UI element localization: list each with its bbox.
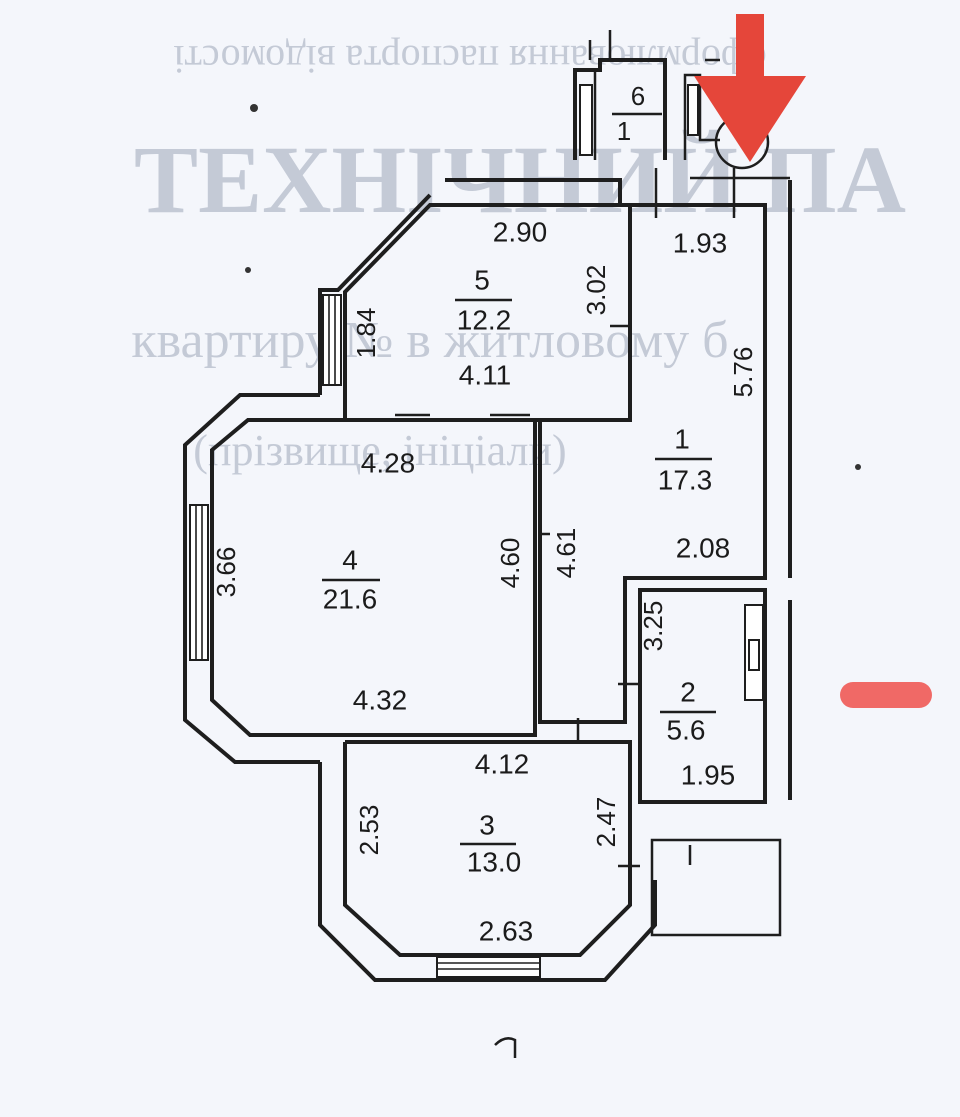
watermark-line-3: квартиру № в житловому б [131,312,728,369]
entrance-arrow [694,14,806,162]
dim-r1-top: 1.93 [673,227,728,258]
watermark-line-1: оформлювання паспорта відомості [173,37,767,82]
dim-r3-top: 4.12 [475,748,530,779]
dim-r1-right: 5.76 [728,347,758,398]
room-4-label: 4 21.6 [322,544,380,614]
window-room-6 [579,84,593,156]
window-shaft [687,84,699,136]
window-room-4 [189,504,209,661]
dim-r3-right: 2.47 [591,797,621,848]
dim-r4-bottom: 4.32 [353,684,408,715]
red-marker-stroke [840,682,932,708]
room-labels: 5 12.2 1 17.3 4 21.6 2 5.6 3 13.0 6 1 [322,81,716,877]
dim-r3-left: 2.53 [354,805,384,856]
wall-top [445,178,622,205]
wall-room-5 [343,203,632,422]
dim-r1-bottom: 2.08 [676,532,731,563]
dim-r2-left: 3.25 [638,601,668,652]
arrow-head [694,76,806,162]
room-2-number: 2 [680,676,696,707]
wall-room-3-outer [318,762,657,982]
dim-r4-top: 4.28 [361,447,416,478]
room-1-number: 1 [674,423,690,454]
dim-r5-left: 1.84 [351,308,381,359]
dot-mark [855,464,861,470]
wall-room-5-outer [318,193,432,395]
window-room-3 [436,956,541,978]
wall-shaft [683,73,720,160]
dim-r2-bottom: 1.95 [681,759,736,790]
room-6-area: 1 [617,116,631,146]
dim-r1-left: 4.61 [551,528,581,579]
window-room-5 [322,294,342,386]
room-3-label: 3 13.0 [460,809,521,877]
wall-room-4 [210,418,537,737]
dim-r5-top: 2.90 [493,216,548,247]
room-1-label: 1 17.3 [655,423,712,495]
windows [189,84,764,978]
room-5-area: 12.2 [457,304,512,335]
room-4-area: 21.6 [323,583,378,614]
room-1-area: 17.3 [658,464,713,495]
wall-room-3 [343,740,632,957]
dim-r5-right: 3.02 [581,265,611,316]
walls [183,30,792,982]
dim-r4-right: 4.60 [495,538,525,589]
wall-utility [650,838,782,937]
room-3-number: 3 [479,809,495,840]
wall-room-1 [538,203,767,724]
room-6-number: 6 [631,81,645,111]
watermark-line-4: (прізвище, ініціали) [193,426,566,475]
dim-r3-bottom: 2.63 [479,915,534,946]
room-5-number: 5 [474,264,490,295]
room-6-label: 6 1 [612,81,662,146]
wall-room-4-outer [183,393,320,764]
room-2-area: 5.6 [667,714,706,745]
room-3-area: 13.0 [467,846,522,877]
dim-r4-left: 3.66 [211,547,241,598]
wall-room-2 [638,588,767,804]
arrow-shaft [736,14,764,78]
room-5-label: 5 12.2 [455,264,512,335]
room-2-label: 2 5.6 [660,676,716,745]
dot-mark-2 [245,267,251,273]
pen-mark [494,1037,517,1058]
dot-mark-3 [250,104,258,112]
room-4-number: 4 [342,544,358,575]
wall-room-6 [573,58,667,160]
dimension-ticks [395,168,736,868]
fixture-room-2-inner [748,639,760,671]
dimension-labels: 2.90 3.02 1.84 4.11 1.93 5.76 4.61 2.08 … [211,216,758,946]
dim-r5-bottom: 4.11 [459,359,511,390]
